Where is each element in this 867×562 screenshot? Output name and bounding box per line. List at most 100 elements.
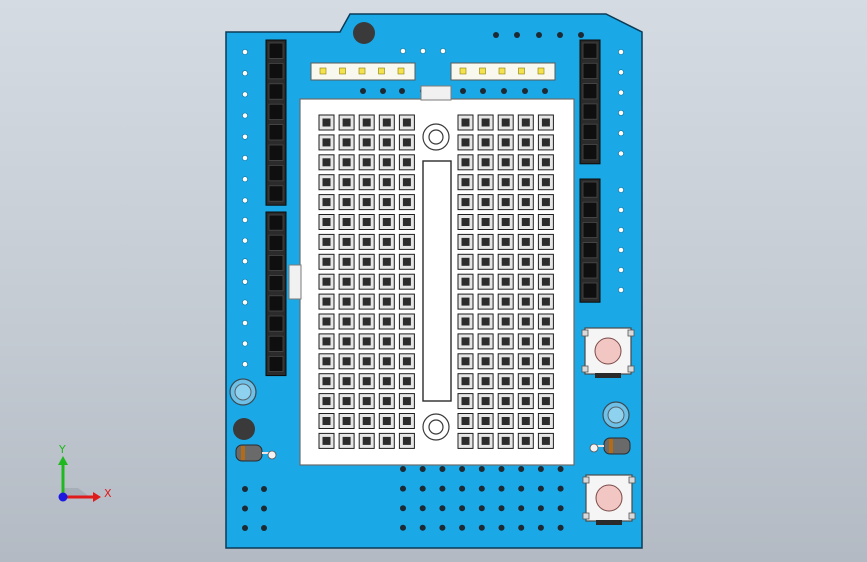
button-leg — [582, 476, 590, 484]
x-axis-label: X — [104, 487, 112, 500]
component-band — [609, 439, 613, 453]
breadboard-hole-socket — [322, 377, 331, 386]
pin-strip-contact — [518, 67, 525, 75]
breadboard-hole-socket — [322, 337, 331, 346]
breadboard-hole-socket — [402, 237, 411, 246]
breadboard-hole-socket — [362, 436, 371, 445]
breadboard-hole-socket — [461, 317, 470, 326]
breadboard-hole-socket — [541, 198, 550, 207]
breadboard-hole-socket — [382, 257, 391, 266]
z-axis-origin — [58, 492, 68, 502]
breadboard-hole-socket — [481, 397, 490, 406]
via-hole — [618, 69, 624, 76]
breadboard-hole-socket — [402, 198, 411, 207]
via-hole — [242, 70, 248, 77]
breadboard-hole-socket — [362, 237, 371, 246]
breadboard-hole-socket — [402, 158, 411, 167]
breadboard-hole-socket — [382, 198, 391, 207]
breadboard-hole-socket — [342, 436, 351, 445]
plated-hole — [360, 88, 366, 94]
breadboard-hole-socket — [362, 317, 371, 326]
via-hole — [242, 112, 248, 119]
breadboard-hole-socket — [501, 377, 510, 386]
header-socket — [268, 315, 284, 332]
breadboard-hole-socket — [382, 138, 391, 147]
breadboard-hole-socket — [481, 257, 490, 266]
breadboard-mount-hole — [428, 129, 444, 145]
breadboard-hole-socket — [501, 237, 510, 246]
plated-hole — [439, 505, 446, 512]
breadboard-notch — [420, 85, 452, 101]
header-socket — [582, 123, 598, 140]
breadboard-hole-socket — [461, 417, 470, 425]
breadboard-hole-socket — [382, 158, 391, 167]
breadboard-mount-hole — [428, 419, 444, 435]
via-hole — [400, 48, 406, 54]
breadboard-hole-socket — [481, 158, 490, 167]
breadboard-hole-socket — [501, 178, 510, 187]
breadboard-hole-socket — [322, 417, 331, 425]
plated-hole — [557, 485, 564, 492]
via-hole — [618, 227, 624, 233]
breadboard-hole-socket — [521, 138, 530, 147]
via-hole — [618, 110, 624, 116]
breadboard-hole-socket — [461, 138, 470, 147]
breadboard-hole-socket — [461, 178, 470, 187]
pin-strip-contact — [339, 67, 346, 75]
plated-hole — [478, 524, 485, 531]
breadboard-hole-socket — [481, 297, 490, 306]
breadboard-hole-socket — [322, 198, 331, 207]
breadboard-hole-socket — [521, 178, 530, 187]
y-axis-arrow — [58, 456, 68, 465]
plated-hole — [498, 466, 505, 472]
breadboard-hole-socket — [461, 218, 470, 226]
breadboard-hole-socket — [521, 317, 530, 326]
breadboard-hole-socket — [501, 337, 510, 346]
component-lead-end — [267, 450, 277, 460]
plated-hole — [518, 466, 525, 472]
breadboard-hole-socket — [382, 277, 391, 286]
breadboard-hole-socket — [342, 158, 351, 167]
breadboard-hole-socket — [541, 277, 550, 286]
pin-strip-contact — [319, 67, 327, 75]
breadboard-hole-socket — [501, 277, 510, 286]
pin-strip-contact — [479, 67, 486, 75]
breadboard-hole-socket — [362, 377, 371, 386]
pin-strip-contact — [537, 67, 545, 75]
breadboard-hole-socket — [481, 436, 490, 445]
breadboard-hole-socket — [362, 397, 371, 406]
via-hole — [618, 49, 624, 55]
plated-hole — [419, 524, 426, 531]
breadboard-hole-socket — [501, 198, 510, 207]
breadboard-hole-socket — [541, 218, 550, 226]
header-socket — [268, 103, 284, 120]
breadboard-hole-socket — [541, 297, 550, 306]
breadboard-hole-socket — [481, 317, 490, 326]
breadboard-hole-socket — [501, 138, 510, 147]
button-base — [596, 520, 622, 525]
mounting-hole — [353, 22, 375, 44]
plated-hole — [518, 524, 525, 531]
via-hole — [618, 287, 624, 293]
breadboard-hole-socket — [461, 357, 470, 366]
plated-hole — [439, 524, 446, 531]
button-leg — [628, 512, 636, 520]
breadboard-hole-socket — [362, 178, 371, 187]
via-hole — [618, 267, 624, 273]
breadboard-hole-socket — [541, 257, 550, 266]
header-socket — [268, 295, 284, 312]
header-socket — [582, 103, 598, 120]
breadboard-hole-socket — [481, 417, 490, 425]
via-hole — [242, 91, 248, 98]
breadboard-hole-socket — [402, 317, 411, 326]
breadboard-hole-socket — [322, 257, 331, 266]
plated-hole — [400, 505, 406, 512]
plated-hole — [261, 486, 267, 492]
mounting-hole — [233, 418, 255, 440]
header-socket — [582, 42, 598, 59]
via-hole — [618, 187, 624, 193]
breadboard-hole-socket — [322, 436, 331, 445]
breadboard-hole-socket — [521, 436, 530, 445]
plated-hole — [261, 505, 267, 512]
